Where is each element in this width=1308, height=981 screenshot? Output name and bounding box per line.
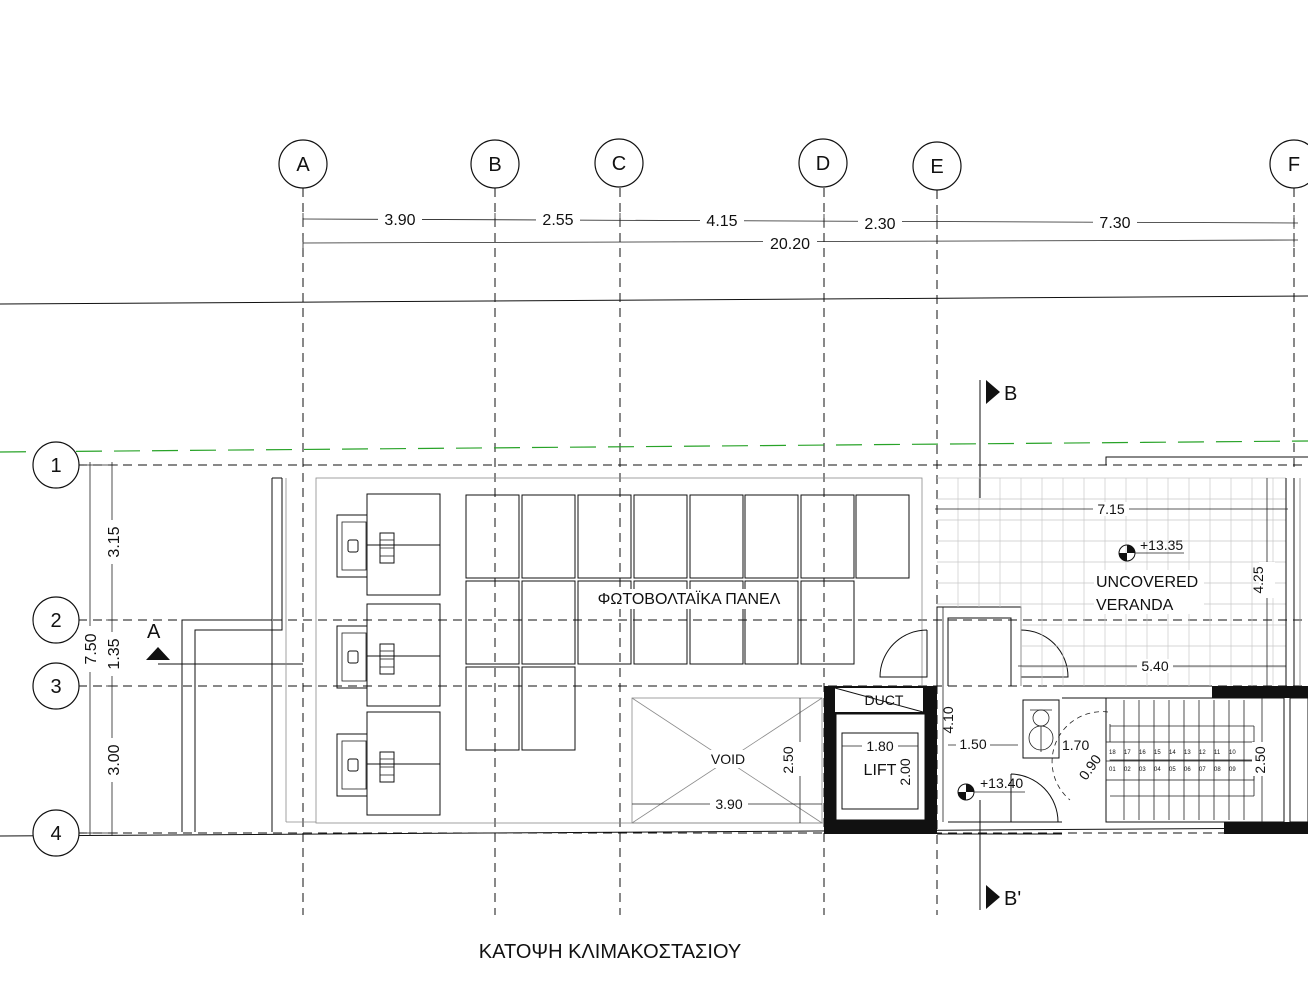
svg-text:07: 07 xyxy=(1199,767,1206,773)
overall-dimension: 20.20 xyxy=(302,233,1299,253)
svg-text:7.15: 7.15 xyxy=(1097,501,1124,517)
stair-flight: 18 17 16 15 14 13 12 11 10 01 02 03 04 0… xyxy=(1062,685,1308,834)
svg-text:03: 03 xyxy=(1139,767,1146,773)
svg-text:A: A xyxy=(147,621,161,643)
row-bubble-2: 2 xyxy=(32,596,80,644)
column-bubble-c: C xyxy=(594,138,644,188)
svg-text:D: D xyxy=(816,153,830,175)
svg-text:20.20: 20.20 xyxy=(770,236,810,253)
label-veranda: VERANDA xyxy=(1096,597,1174,614)
label-duct: DUCT xyxy=(865,692,904,708)
svg-text:16: 16 xyxy=(1139,750,1146,756)
section-marker-b: B xyxy=(979,380,1017,498)
dim-e-f: 7.30 xyxy=(1099,215,1130,232)
svg-text:06: 06 xyxy=(1184,767,1191,773)
svg-text:B: B xyxy=(1004,383,1017,405)
svg-text:04: 04 xyxy=(1154,767,1161,773)
svg-text:3.00: 3.00 xyxy=(106,744,123,775)
label-pv-panels: ΦΩΤΟΒΟΛΤΑΪΚΑ ΠΑΝΕΛ xyxy=(598,590,781,608)
top-dimension-chain: 3.90 2.55 4.15 2.30 7.30 xyxy=(302,210,1299,233)
stair-treads xyxy=(1123,700,1245,820)
svg-text:A: A xyxy=(296,154,310,176)
boundary-line-bottom xyxy=(0,827,1308,837)
ac-unit-1 xyxy=(336,493,441,596)
svg-text:1.35: 1.35 xyxy=(106,638,123,669)
svg-text:01: 01 xyxy=(1109,767,1116,773)
ac-unit-2 xyxy=(336,603,441,707)
column-bubble-e: E xyxy=(912,141,962,191)
label-lift: LIFT xyxy=(864,762,897,779)
row-bubble-1: 1 xyxy=(32,441,80,489)
boundary-line-top xyxy=(0,295,1308,305)
svg-text:11: 11 xyxy=(1214,750,1221,756)
svg-text:3.15: 3.15 xyxy=(106,526,123,557)
svg-text:VOID: VOID xyxy=(711,751,745,767)
svg-text:18: 18 xyxy=(1109,750,1116,756)
svg-text:08: 08 xyxy=(1214,767,1221,773)
ac-unit-3 xyxy=(336,711,441,816)
row-bubble-4: 4 xyxy=(32,809,80,857)
svg-text:14: 14 xyxy=(1169,750,1176,756)
svg-text:C: C xyxy=(612,153,626,175)
svg-text:0.90: 0.90 xyxy=(1076,751,1105,783)
svg-text:F: F xyxy=(1288,154,1300,176)
section-marker-a: A xyxy=(146,621,303,665)
column-bubble-a: A xyxy=(278,139,328,189)
boundary-line-green xyxy=(0,440,1308,453)
svg-text:17: 17 xyxy=(1124,750,1131,756)
dim-d-e: 2.30 xyxy=(864,216,895,233)
svg-text:3.90: 3.90 xyxy=(715,796,742,812)
svg-text:+13.35: +13.35 xyxy=(1140,537,1183,553)
svg-text:1: 1 xyxy=(50,455,61,477)
svg-text:B: B xyxy=(488,154,501,176)
svg-text:05: 05 xyxy=(1169,767,1176,773)
svg-text:4.25: 4.25 xyxy=(1250,566,1266,593)
svg-text:2.50: 2.50 xyxy=(780,746,796,773)
drawing-title: ΚΑΤΟΨΗ ΚΛΙΜΑΚΟΣΤΑΣΙΟΥ xyxy=(479,941,741,963)
svg-text:1.50: 1.50 xyxy=(959,736,986,752)
svg-text:5.40: 5.40 xyxy=(1141,658,1168,674)
dim-b-c: 2.55 xyxy=(542,212,573,229)
svg-text:4: 4 xyxy=(50,823,61,845)
dim-a-b: 3.90 xyxy=(384,212,415,229)
pv-panels: ΦΩΤΟΒΟΛΤΑΪΚΑ ΠΑΝΕΛ xyxy=(465,494,910,751)
svg-text:1.80: 1.80 xyxy=(866,738,893,754)
veranda: 7.15 4.25 +13.35 UNCOVERED VERANDA 5.40 xyxy=(935,456,1308,686)
svg-text:10: 10 xyxy=(1229,750,1236,756)
veranda-tile-grid xyxy=(937,477,1286,686)
svg-text:2: 2 xyxy=(50,610,61,632)
svg-text:3: 3 xyxy=(50,676,61,698)
svg-text:09: 09 xyxy=(1229,767,1236,773)
column-bubble-f: F xyxy=(1269,139,1308,189)
column-bubble-d: D xyxy=(798,138,848,188)
svg-text:E: E xyxy=(930,156,943,178)
row-bubble-3: 3 xyxy=(32,662,80,710)
section-marker-b-prime: B' xyxy=(979,800,1021,910)
svg-text:1.70: 1.70 xyxy=(1062,737,1089,753)
svg-text:+13.40: +13.40 xyxy=(980,775,1023,791)
svg-text:02: 02 xyxy=(1124,767,1131,773)
ac-units xyxy=(336,493,441,816)
svg-text:13: 13 xyxy=(1184,750,1191,756)
void-area: VOID 3.90 2.50 xyxy=(631,697,823,824)
svg-text:7.50: 7.50 xyxy=(83,633,100,664)
svg-text:2.00: 2.00 xyxy=(897,758,913,785)
svg-text:15: 15 xyxy=(1154,750,1161,756)
roof-parapet xyxy=(181,477,923,832)
left-dimension-chain: 3.15 1.35 3.00 7.50 xyxy=(82,462,123,836)
column-bubble-b: B xyxy=(470,139,520,189)
label-uncovered: UNCOVERED xyxy=(1096,574,1198,591)
lift-core: DUCT 1.80 LIFT 2.00 xyxy=(824,686,937,834)
svg-text:4.10: 4.10 xyxy=(940,706,956,733)
dim-c-d: 4.15 xyxy=(706,213,737,230)
svg-text:B': B' xyxy=(1004,888,1021,910)
svg-text:2.50: 2.50 xyxy=(1252,746,1268,773)
svg-text:12: 12 xyxy=(1199,750,1206,756)
